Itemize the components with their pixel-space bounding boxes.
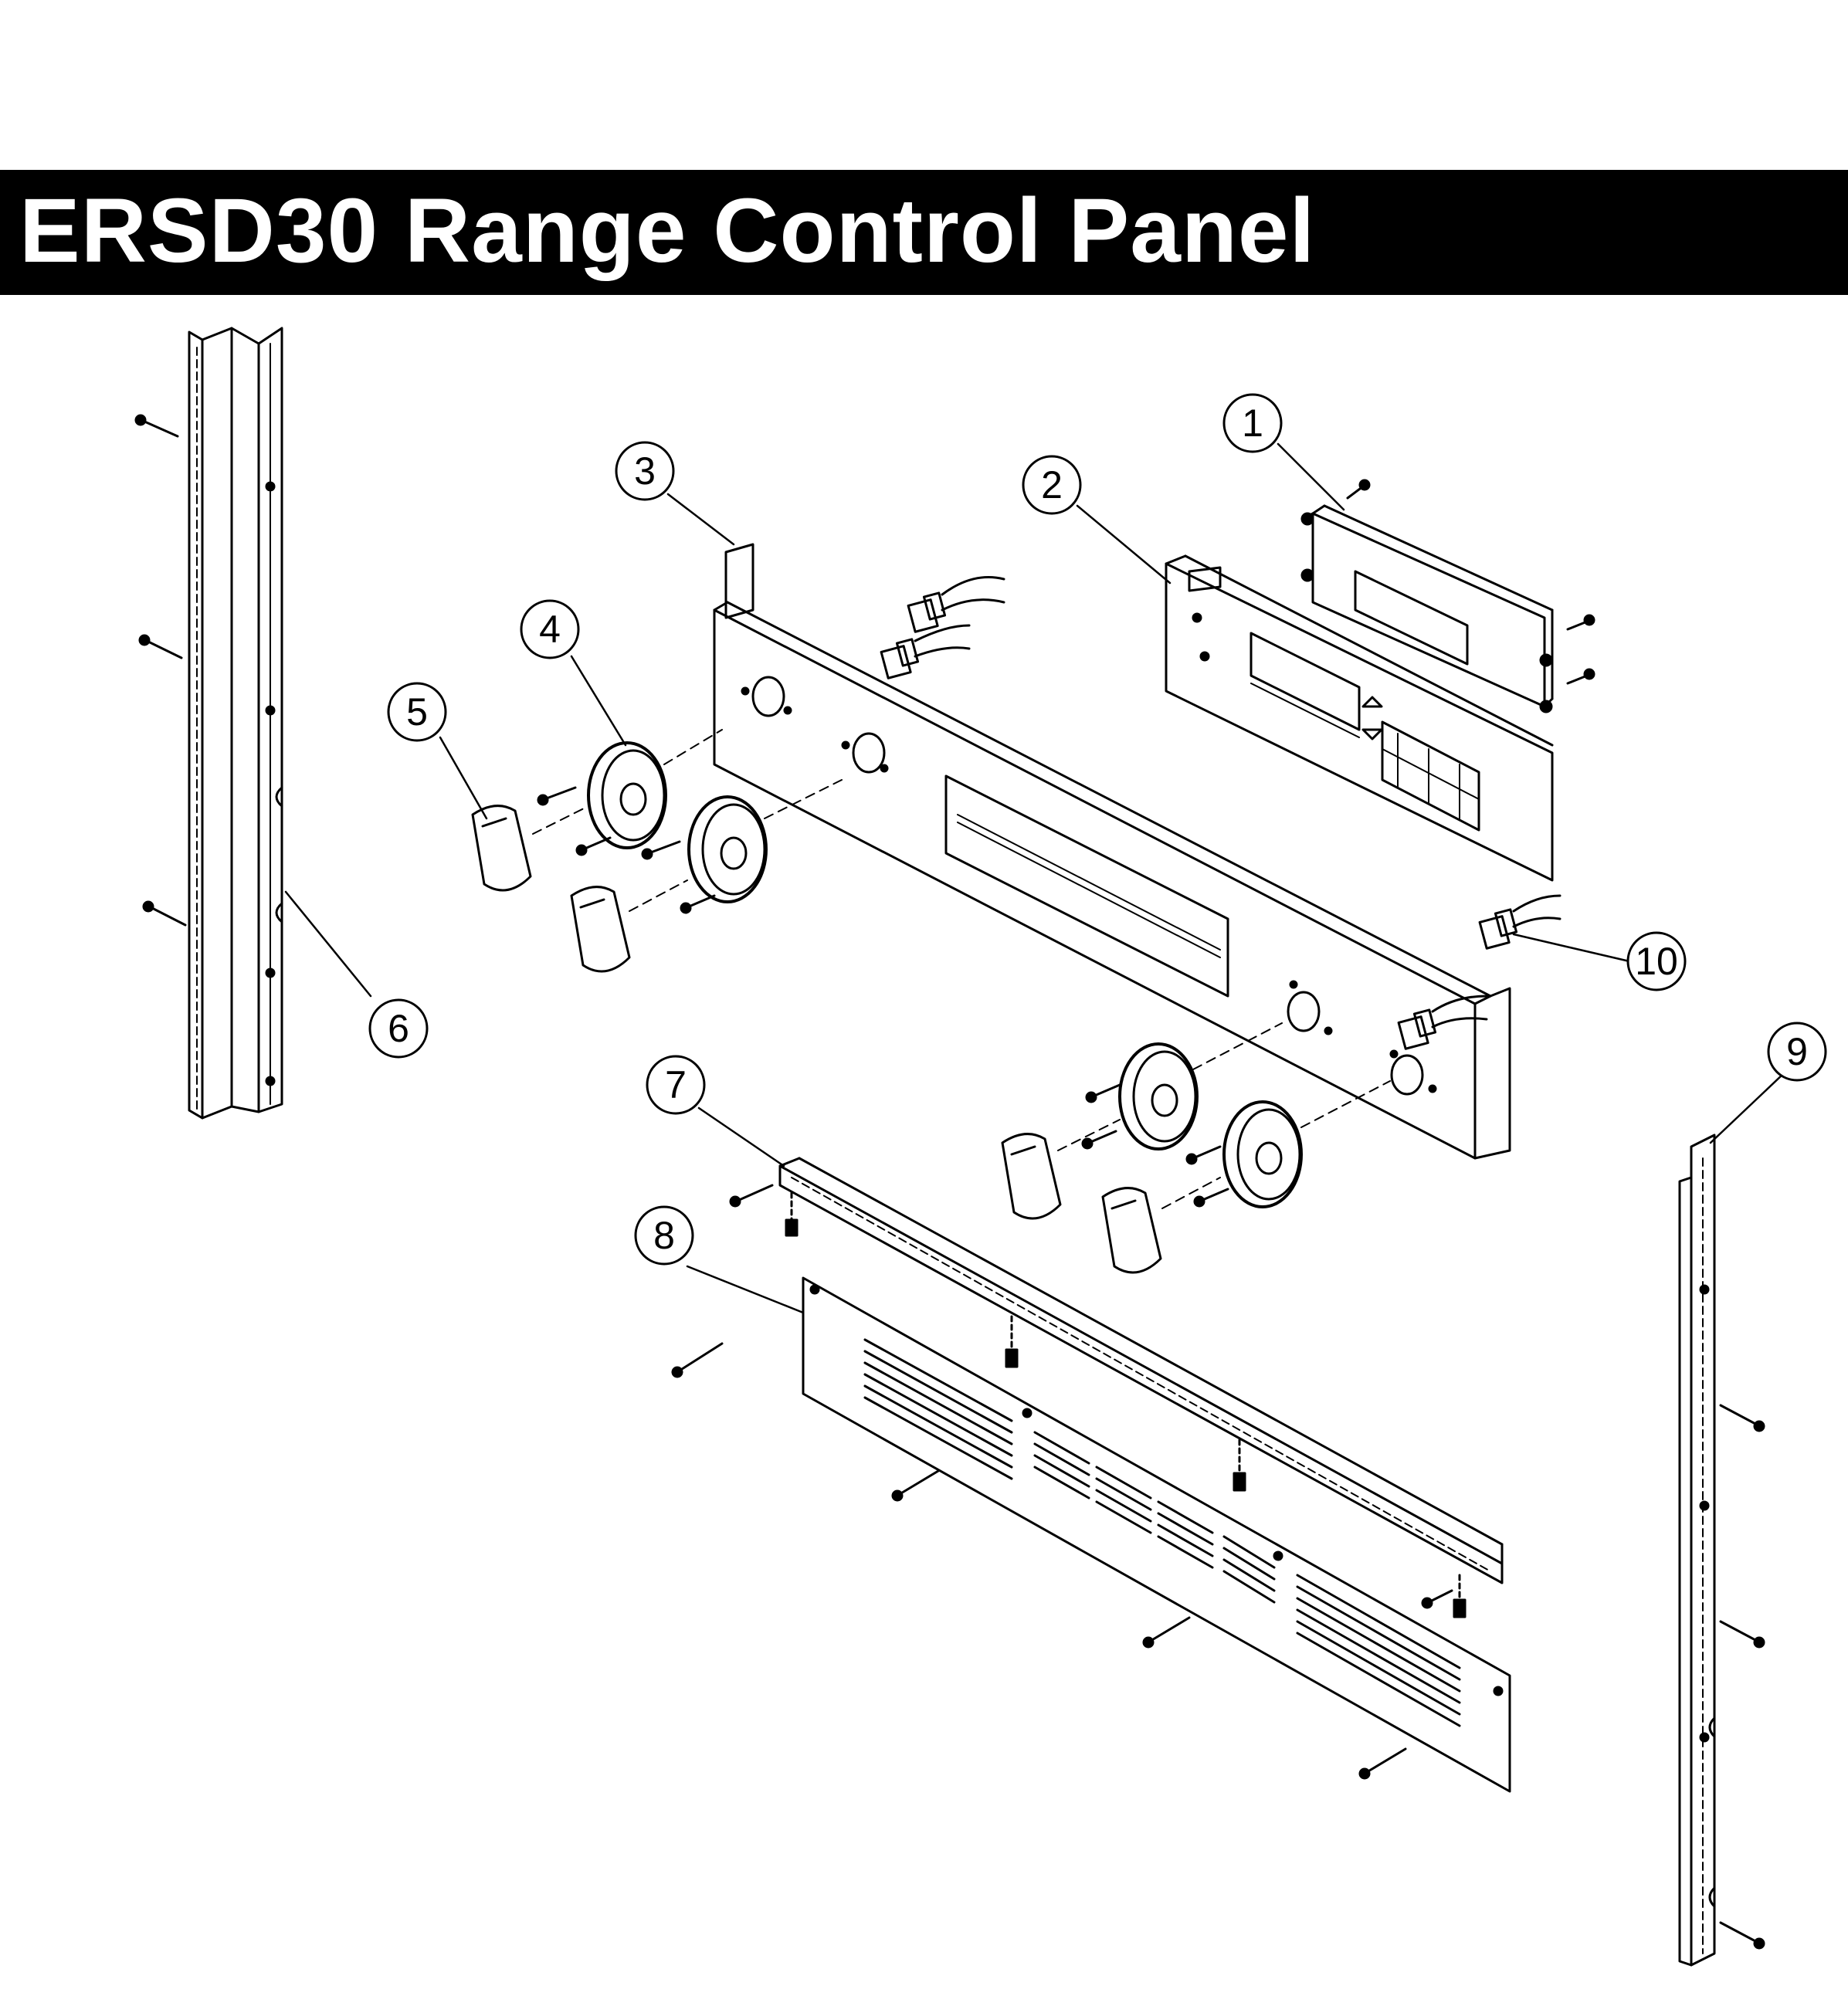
trim-rail [729, 1157, 1504, 1618]
callout-5: 5 [387, 682, 447, 742]
svg-text:9: 9 [1786, 1030, 1808, 1073]
callout-10: 10 [1626, 931, 1687, 991]
page-title: ERSD30 Range Control Panel [19, 180, 1316, 282]
title-bar: ERSD30 Range Control Panel [0, 170, 1848, 295]
main-control-panel [713, 543, 1511, 1160]
right-side-bracket [1678, 1134, 1765, 1967]
svg-text:6: 6 [388, 1007, 409, 1050]
svg-text:2: 2 [1041, 463, 1063, 507]
callout-9: 9 [1767, 1022, 1827, 1082]
bezel-knob-group-lower [1001, 1022, 1391, 1274]
svg-text:4: 4 [539, 608, 561, 651]
display-module [1300, 479, 1595, 713]
control-board [1165, 554, 1554, 882]
callout-7: 7 [646, 1055, 706, 1115]
svg-text:8: 8 [653, 1214, 675, 1257]
callout-2: 2 [1022, 455, 1082, 515]
leader-lines [284, 442, 1785, 1314]
bezel-knob-group-upper [471, 729, 843, 973]
wire-connectors-top [880, 576, 1005, 679]
wire-connectors-right [1397, 894, 1561, 1050]
callout-4: 4 [520, 599, 580, 659]
svg-text:1: 1 [1242, 402, 1263, 445]
svg-text:10: 10 [1635, 940, 1678, 983]
svg-text:5: 5 [406, 690, 428, 734]
callout-3: 3 [615, 441, 675, 501]
svg-text:3: 3 [634, 449, 656, 493]
callout-8: 8 [634, 1205, 694, 1266]
vent-panel [671, 1276, 1511, 1793]
left-side-bracket [134, 327, 283, 1120]
callout-1: 1 [1222, 393, 1283, 453]
svg-text:7: 7 [665, 1063, 687, 1106]
callout-6: 6 [368, 998, 429, 1059]
